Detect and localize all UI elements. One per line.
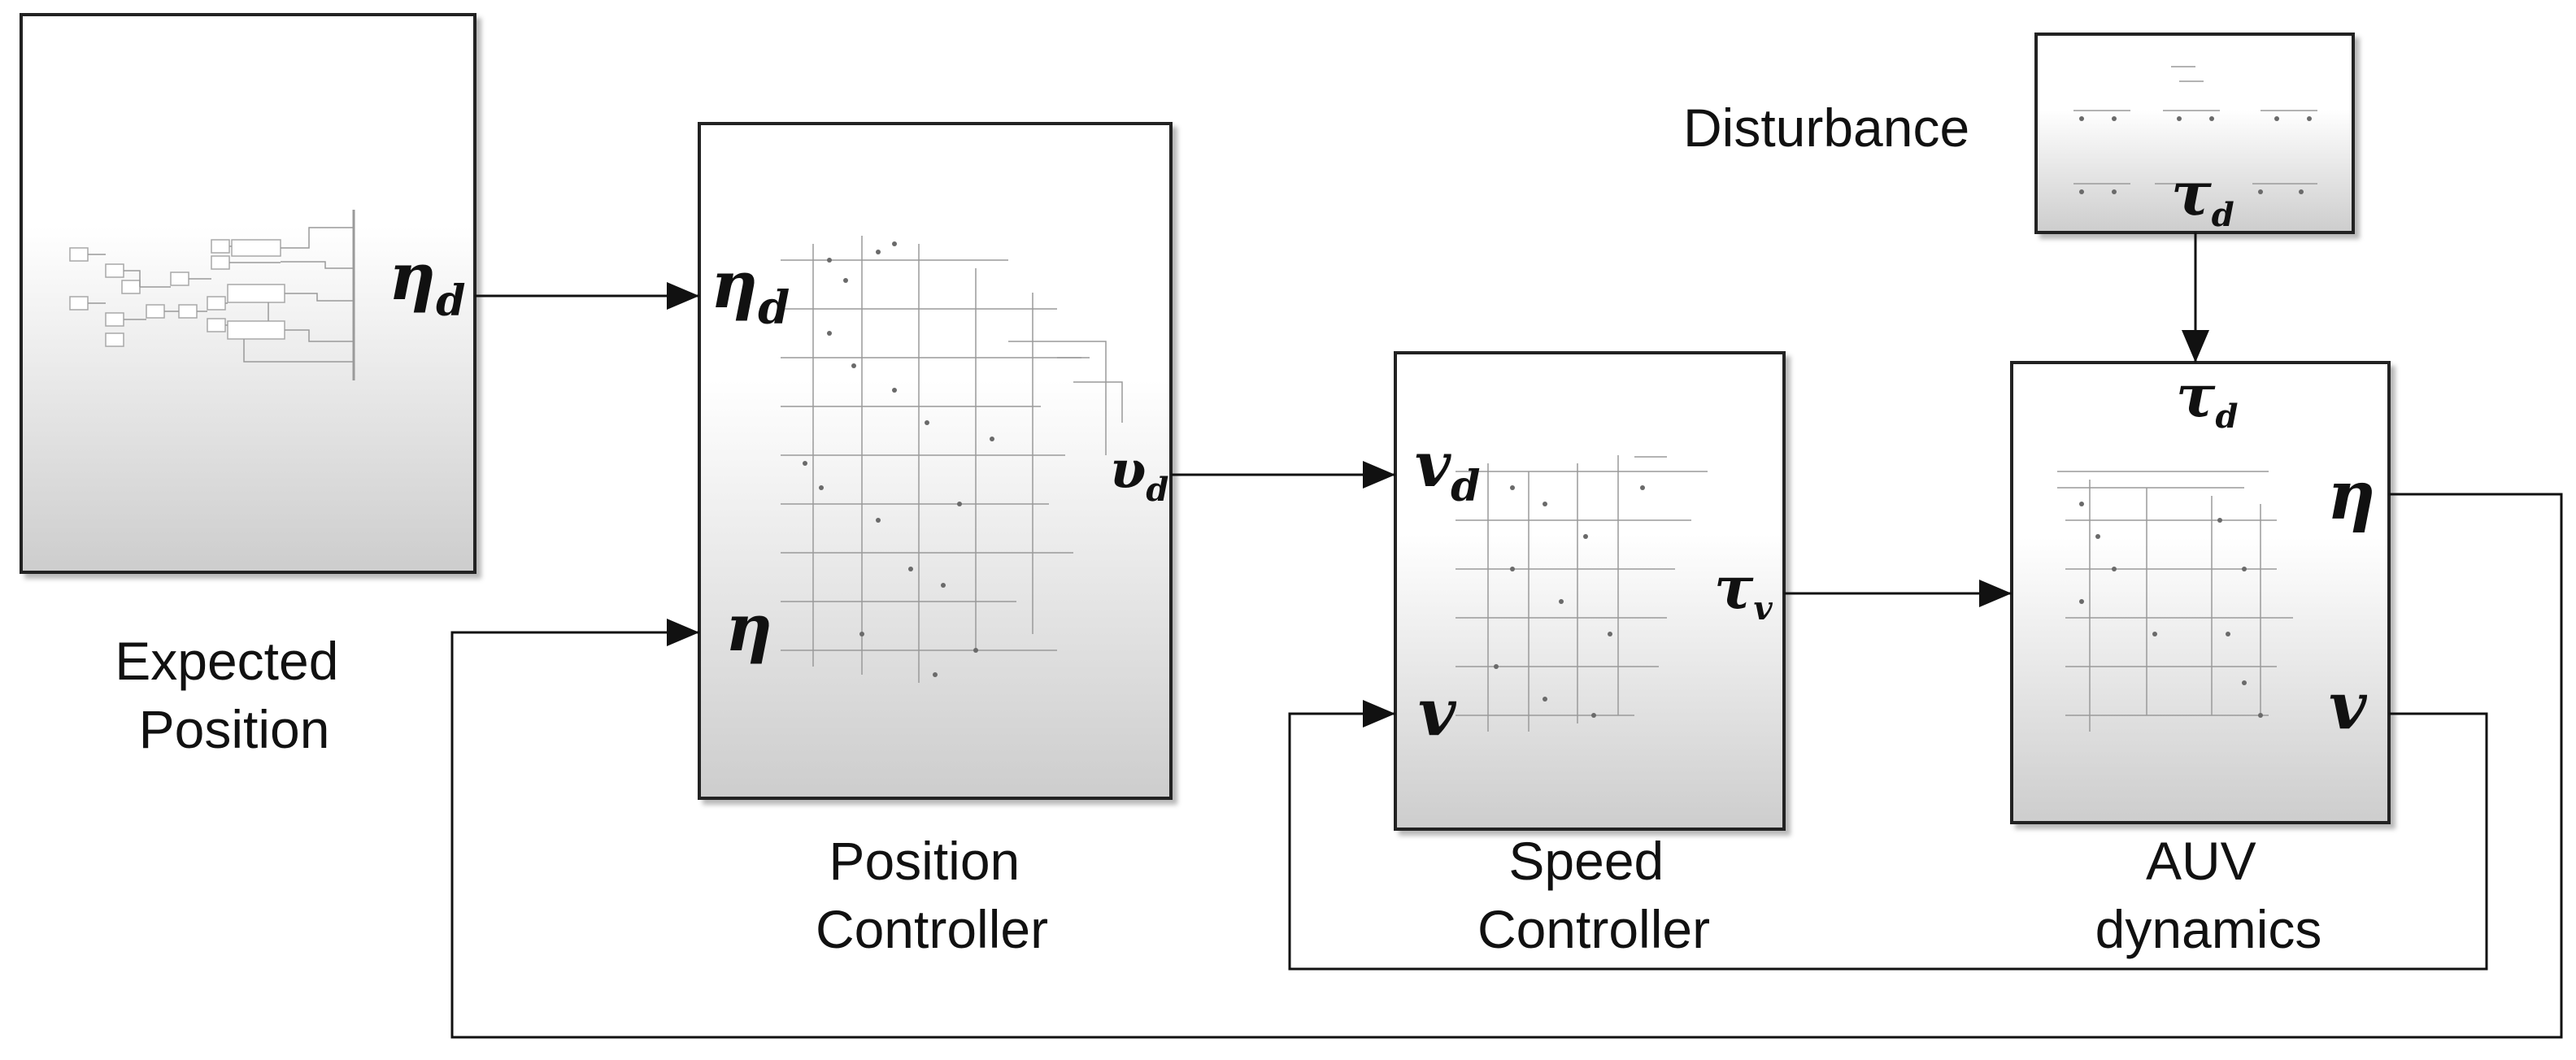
expected-position-inner-model — [69, 210, 355, 380]
disturbance-block[interactable]: τd — [2034, 33, 2355, 234]
speed-controller-block[interactable]: vd v τv — [1394, 351, 1786, 831]
position-controller-in2-port-label: η — [725, 589, 772, 666]
wire-eta-feedback — [450, 493, 2563, 1039]
auv-dynamics-block[interactable]: τd η v — [2010, 361, 2391, 824]
auv-dynamics-box[interactable] — [2010, 361, 2391, 824]
expected-position-label: Expected Position — [115, 631, 354, 759]
disturbance-inner-model — [2073, 66, 2317, 194]
auv-dynamics-out2-port-label: v — [2329, 667, 2368, 744]
speed-controller-in1-port-label: vd — [1415, 428, 1481, 511]
auv-dynamics-out1-port-label: η — [2327, 457, 2376, 535]
auv-dynamics-inner-model — [2057, 471, 2293, 732]
position-controller-block[interactable]: ηd η υd — [698, 122, 1173, 800]
speed-controller-out-port-label: τv — [1714, 553, 1773, 628]
position-controller-inner-model — [781, 236, 1123, 683]
disturbance-label: Disturbance — [1683, 98, 1969, 158]
auv-dynamics-label: AUV dynamics — [2095, 831, 2322, 959]
auv-dynamics-in-top-port-label: τd — [2176, 361, 2238, 436]
speed-controller-in2-port-label: v — [1418, 674, 1457, 750]
position-controller-label: Position Controller — [816, 831, 1048, 959]
expected-position-block[interactable]: ηd — [20, 13, 476, 574]
wire-v-feedback — [1288, 700, 2488, 971]
expected-position-out-port-label: ηd — [389, 238, 466, 326]
speed-controller-inner-model — [1456, 455, 1708, 732]
speed-controller-label: Speed Controller — [1477, 831, 1710, 959]
disturbance-out-port-label: τd — [2171, 159, 2234, 234]
position-controller-out-port-label: υd — [1110, 440, 1168, 509]
position-controller-box[interactable] — [698, 122, 1173, 800]
speed-controller-box[interactable] — [1394, 351, 1786, 831]
position-controller-in1-port-label: ηd — [711, 246, 790, 335]
